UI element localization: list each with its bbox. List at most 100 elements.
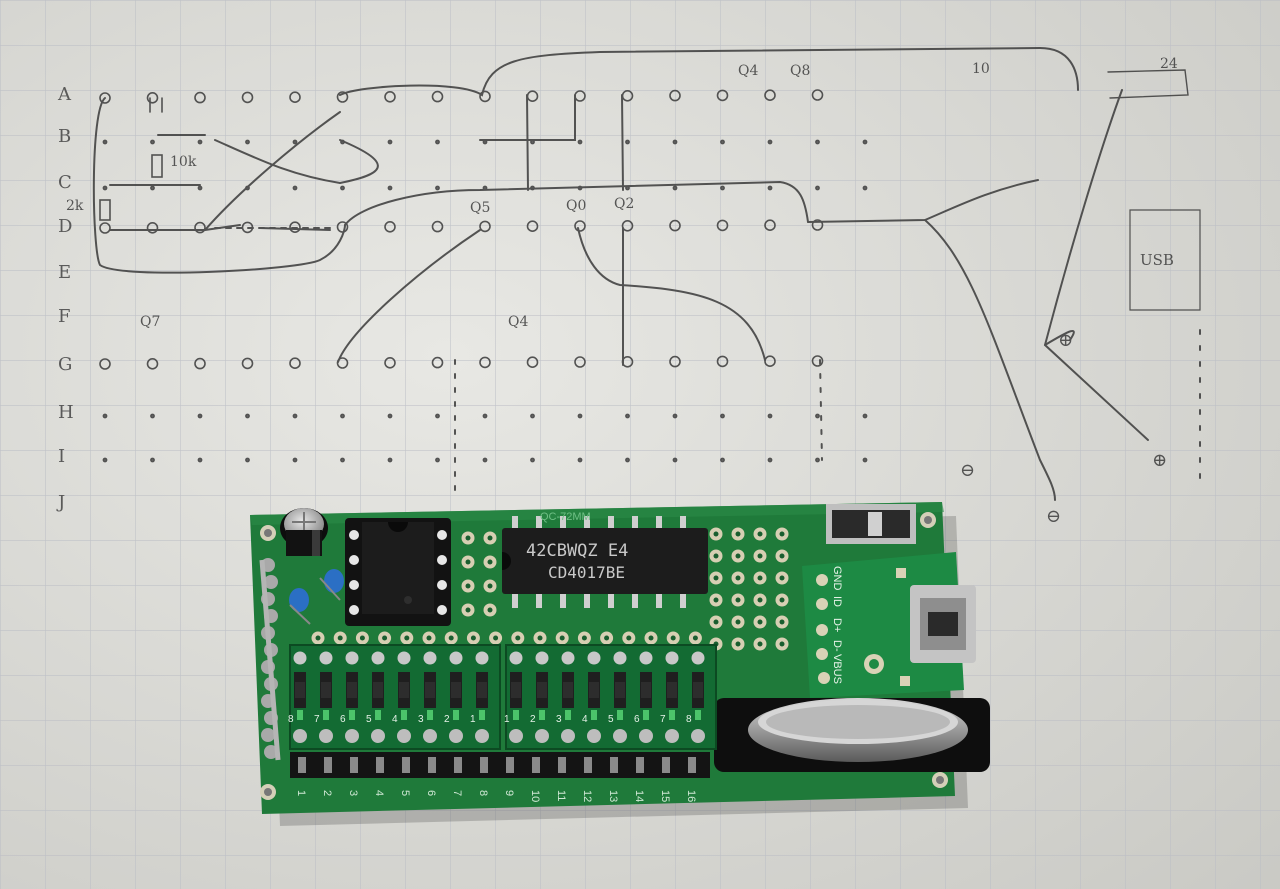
header-number: 15 xyxy=(659,790,671,802)
sketch-hole xyxy=(384,91,396,103)
sketch-dot xyxy=(862,413,868,419)
sketch-dot xyxy=(862,185,868,191)
header-pin xyxy=(532,757,540,773)
smd-led xyxy=(695,710,701,720)
pcb-pad-hole xyxy=(735,531,741,537)
board-top-silk: QC-72MM xyxy=(540,511,591,523)
pcb-pad-hole xyxy=(779,531,785,537)
sketch-dot xyxy=(482,457,488,463)
electrolytic-capacitor xyxy=(280,508,328,556)
sketch-hole xyxy=(146,222,159,234)
note-q2: Q2 xyxy=(614,196,634,212)
sketch-hole xyxy=(241,357,254,370)
smd-led xyxy=(669,710,675,720)
counter-ic-cd4017: 42CBWQZ E4 CD4017BE xyxy=(502,516,708,608)
sketch-hole xyxy=(336,91,349,103)
solder-joint xyxy=(261,728,275,742)
sketch-dot xyxy=(862,457,868,463)
header-number: 1 xyxy=(295,790,307,796)
note-10: 10 xyxy=(972,61,990,77)
pcb-pad-hole xyxy=(757,641,763,647)
sketch-dot xyxy=(720,185,725,191)
led-pad xyxy=(691,651,705,665)
row-letter-h: H xyxy=(58,402,74,423)
sketch-hole xyxy=(811,89,824,101)
led-pad xyxy=(397,729,411,743)
sketch-dot xyxy=(672,413,678,419)
sketch-hole xyxy=(669,219,681,232)
header-number: 14 xyxy=(633,790,645,802)
note-q7: Q7 xyxy=(140,314,160,330)
pcb-pad-hole xyxy=(487,559,493,565)
smd-led xyxy=(617,710,623,720)
sketch-dot xyxy=(625,457,630,463)
header-pin xyxy=(662,757,670,773)
header-pin xyxy=(636,757,644,773)
resistor-body xyxy=(615,682,625,698)
header-number: 11 xyxy=(555,790,567,801)
smd-led xyxy=(591,710,597,720)
led-pad xyxy=(613,729,627,743)
sketch-hole xyxy=(146,92,159,104)
led-pad xyxy=(587,651,601,665)
resistor-body xyxy=(295,682,305,698)
sketch-dot xyxy=(245,139,250,145)
sketch-dot xyxy=(815,413,820,419)
sketch-hole xyxy=(669,89,681,102)
smd-led xyxy=(323,710,329,720)
slide-switch xyxy=(826,504,916,544)
note-usb: USB xyxy=(1140,251,1174,269)
smd-led xyxy=(643,710,649,720)
header-pin xyxy=(428,757,436,773)
sketch-dot xyxy=(102,413,108,419)
sketch-hole xyxy=(241,91,254,104)
led-pad xyxy=(613,651,627,665)
sketch-dot xyxy=(102,139,108,145)
sketch-dot xyxy=(245,457,250,463)
sketch-dot xyxy=(530,457,535,463)
header-pin xyxy=(376,757,384,773)
sketch-hole xyxy=(764,355,776,368)
ceramic-capacitor xyxy=(324,569,344,593)
sketch-dot xyxy=(767,185,773,191)
sketch-dot xyxy=(672,139,678,145)
pcb-pad-hole xyxy=(537,635,543,641)
pcb-pad-hole xyxy=(315,635,321,641)
pcb-pad-hole xyxy=(426,635,432,641)
led-pad xyxy=(293,651,307,665)
pcb-pad-hole xyxy=(487,535,493,541)
sketch-dot xyxy=(435,139,440,145)
sketch-hole xyxy=(431,90,444,103)
pcb-pad-hole xyxy=(779,575,785,581)
timer-ic-555 xyxy=(345,518,451,626)
solder-joint xyxy=(264,575,278,589)
sketch-dot xyxy=(672,185,678,191)
right-led-number: 2 xyxy=(530,714,536,725)
row-letter-e: E xyxy=(58,262,71,283)
header-pin xyxy=(298,757,306,773)
note-24: 24 xyxy=(1160,56,1178,72)
pcb-pad-hole xyxy=(465,535,471,541)
note-2k: 2k xyxy=(66,198,84,214)
pcb-pad-hole xyxy=(735,553,741,559)
resistor-body xyxy=(563,682,573,698)
smd-led xyxy=(565,710,571,720)
smd-led xyxy=(427,710,433,720)
resistor-body xyxy=(537,682,547,698)
usb-pin-id: ID xyxy=(831,596,843,607)
pcb-pad-hole xyxy=(779,553,785,559)
sketch-hole xyxy=(621,220,634,232)
sketch-hole xyxy=(574,356,586,368)
pcb-pad-hole xyxy=(559,635,565,641)
led-pad xyxy=(665,651,679,665)
led-pad xyxy=(449,651,463,665)
sketch-hole xyxy=(99,92,111,104)
left-led-number: 8 xyxy=(288,714,294,725)
header-pin xyxy=(610,757,618,773)
led-pad xyxy=(345,651,359,665)
right-led-number: 1 xyxy=(504,714,510,725)
led-pad xyxy=(561,729,575,743)
resistor-body xyxy=(589,682,599,698)
led-pad xyxy=(345,729,359,743)
resistor-body xyxy=(693,682,703,698)
